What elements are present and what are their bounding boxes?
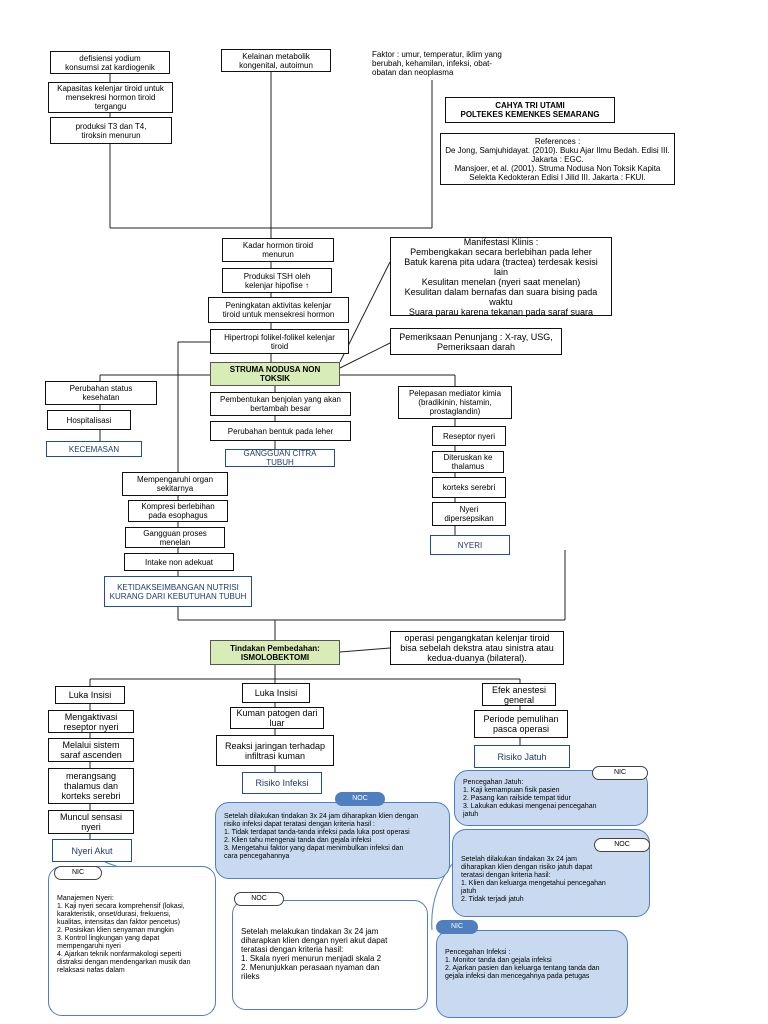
kecemasan-diagnosis: KECEMASAN <box>46 441 142 457</box>
hospitalisasi-box: Hospitalisasi <box>47 410 131 430</box>
operasi-box: operasi pengangkatan kelenjar tiroid bis… <box>390 631 564 665</box>
efek-anestesi-box: Efek anestesi general <box>482 683 556 706</box>
thalamus-box: merangsang thalamus dan korteks serebri <box>48 768 134 804</box>
tindakan-box: Tindakan Pembedahan: ISMOLOBEKTOMI <box>210 640 340 665</box>
perubahan-status-box: Perubahan status kesehatan <box>45 381 157 405</box>
korteks-box: korteks serebri <box>432 477 506 498</box>
penunjang-box: Pemeriksaan Penunjang : X-ray, USG, Peme… <box>390 328 562 355</box>
nic-jatuh-tag: NIC <box>592 766 648 780</box>
gangguan-menelan-box: Gangguan proses menelan <box>125 527 225 548</box>
pelepasan-box: Pelepasan mediator kimia (bradikinin, hi… <box>398 386 512 419</box>
kompresi-box: Kompresi berlebihan pada esophagus <box>128 500 228 522</box>
pembentukan-box: Pembentukan benjolan yang akan bertambah… <box>210 392 351 416</box>
kadar-box: Kadar hormon tiroid menurun <box>222 238 334 262</box>
periode-box: Periode pemulihan pasca operasi <box>474 710 568 738</box>
author-box: CAHYA TRI UTAMI POLTEKES KEMENKES SEMARA… <box>445 97 615 123</box>
nic-jatuh-note: Pencegahan Jatuh: 1. Kaji kemampuan fisi… <box>454 770 648 826</box>
manifestasi-box: Manifestasi Klinis : Pembengkakan secara… <box>390 237 612 317</box>
nutrisi-diagnosis: KETIDAKSEIMBANGAN NUTRISI KURANG DARI KE… <box>104 576 252 607</box>
sensasi-box: Muncul sensasi nyeri <box>48 810 134 834</box>
risiko-jatuh-diagnosis: Risiko Jatuh <box>474 745 570 768</box>
diteruskan-box: Diteruskan ke thalamus <box>432 451 504 473</box>
author-name: CAHYA TRI UTAMI <box>495 101 565 110</box>
kelainan-box: Kelainan metabolik kongenital, autoimun <box>221 49 331 72</box>
nic-nyeri-note: Manajemen Nyeri: 1. Kaji nyeri secara ko… <box>48 866 216 1016</box>
struma-box: STRUMA NODUSA NON TOKSIK <box>210 362 340 386</box>
kuman-box: Kuman patogen dari luar <box>230 707 324 729</box>
noc-nyeri-note: Setelah melakukan tindakan 3x 24 jam dih… <box>232 900 428 1010</box>
noc-nyeri-tag: NOC <box>234 892 284 906</box>
luka-insisi-mid-box: Luka Insisi <box>242 683 310 703</box>
nic-infeksi-tag: NIC <box>436 920 478 934</box>
aktivasi-box: Mengaktivasi reseptor nyeri <box>48 710 134 733</box>
citra-tubuh-diagnosis: GANGGUAN CITRA TUBUH <box>225 449 335 467</box>
references-box: References : De Jong, Samjuhidayat. (201… <box>440 133 675 185</box>
defisiensi-box: defisiensi yodium konsumsi zat kardiogen… <box>50 51 170 74</box>
noc-jatuh-tag: NOC <box>594 838 650 852</box>
luka-insisi-left-box: Luka Insisi <box>55 686 125 704</box>
tsh-box: Produksi TSH oleh kelenjar hipofise ↑ <box>222 268 332 293</box>
connector <box>339 647 391 653</box>
connector <box>431 859 456 931</box>
nyeri-diagnosis: NYERI <box>430 535 510 555</box>
mempengaruhi-box: Mempengaruhi organ sekitarnya <box>122 472 228 496</box>
risiko-infeksi-diagnosis: Risiko Infeksi <box>242 772 322 794</box>
dipersepsikan-box: Nyeri dipersepsikan <box>432 502 506 526</box>
nic-nyeri-tag: NIC <box>54 866 102 880</box>
nic-infeksi-note: Pencegahan Infeksi : 1. Monitor tanda da… <box>436 930 628 1018</box>
hipertropi-box: Hipertropi folikel-folikel kelenjar tiro… <box>210 329 349 354</box>
connector <box>339 342 391 369</box>
reaksi-box: Reaksi jaringan terhadap infiltrasi kuma… <box>216 735 334 766</box>
intake-box: Intake non adekuat <box>124 553 234 571</box>
faktor-text: Faktor : umur, temperatur, iklim yang be… <box>372 50 502 77</box>
perubahan-bentuk-box: Perubahan bentuk pada leher <box>210 421 351 441</box>
noc-infeksi-tag: NOC <box>335 792 385 806</box>
produksi-t3-box: produksi T3 dan T4, tiroksin menurun <box>50 117 172 144</box>
school-name: POLTEKES KEMENKES SEMARANG <box>460 110 600 119</box>
saraf-box: Melalui sistem saraf ascenden <box>48 738 134 762</box>
nyeri-akut-diagnosis: Nyeri Akut <box>52 839 132 862</box>
reseptor-box: Reseptor nyeri <box>432 426 506 446</box>
noc-infeksi-note: Setelah dilakukan tindakan 3x 24 jam dih… <box>215 802 450 879</box>
kapasitas-box: Kapasitas kelenjar tiroid untuk mensekre… <box>48 82 173 113</box>
peningkatan-box: Peningkatan aktivitas kelenjar tiroid un… <box>208 297 349 323</box>
